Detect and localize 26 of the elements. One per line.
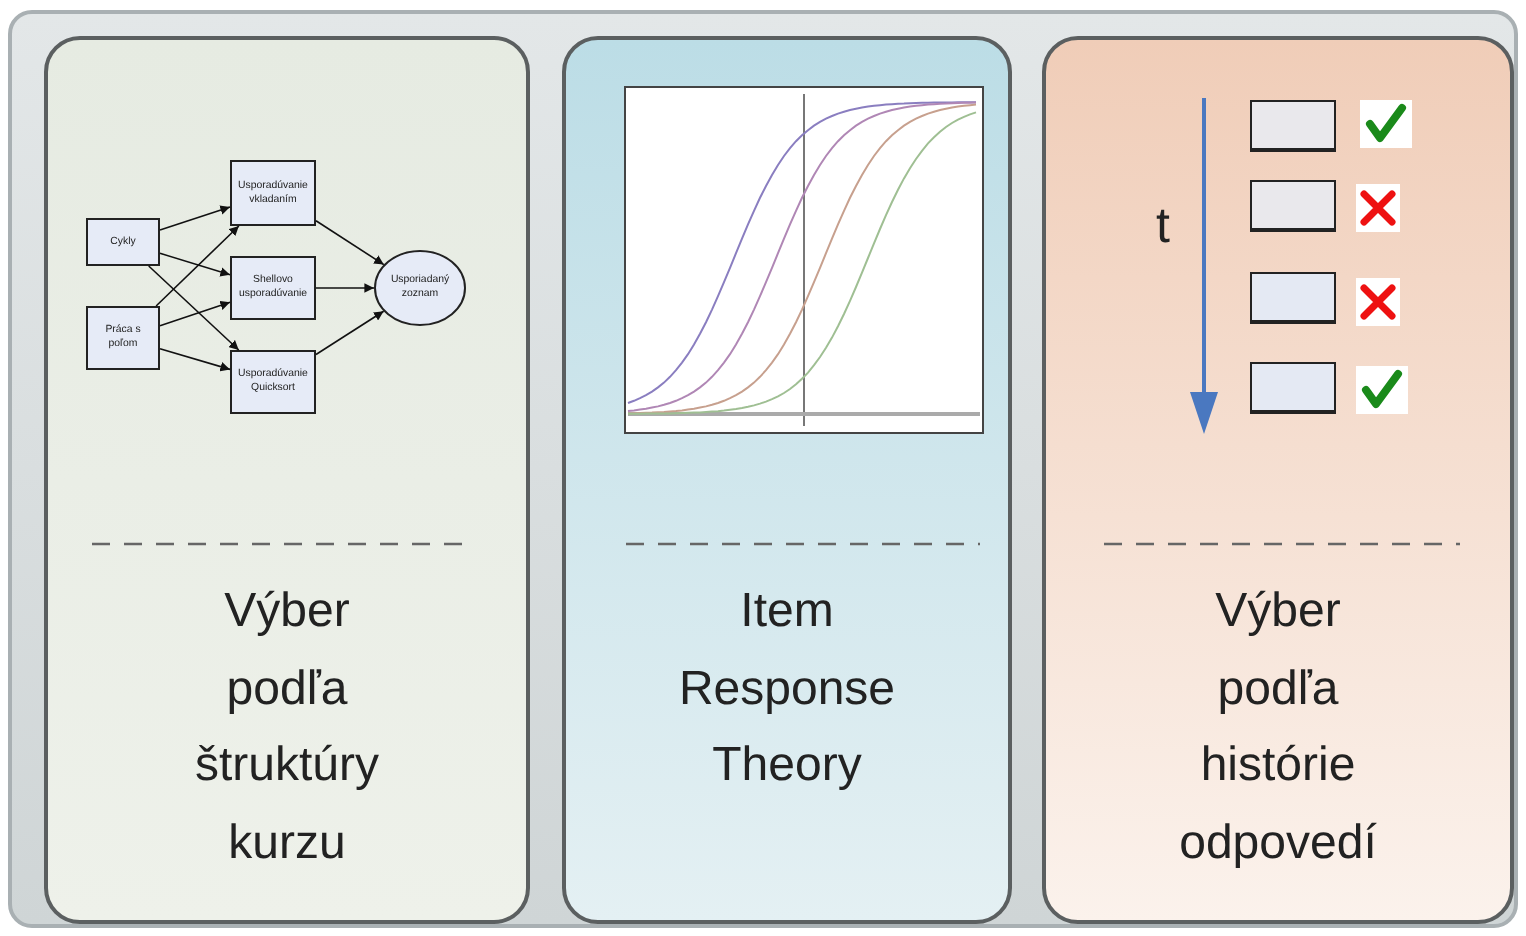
panel-card [44,36,530,924]
panel-card [1042,36,1514,924]
topic-box [230,160,316,226]
answer-box [1250,180,1336,232]
topic-box [230,350,316,414]
time-label: t [1156,196,1170,256]
topic-box [86,218,160,266]
panel-title: Výber podľa štruktúry kurzu [192,582,381,873]
arrow [315,310,385,356]
arrow [159,205,231,231]
arrow [315,283,375,293]
arrow [155,225,240,307]
panel-card [562,36,1012,924]
topic-box [230,256,316,320]
answer-box [1250,100,1336,152]
arrow [159,348,231,372]
arrow [159,252,231,277]
answer-box [1250,272,1336,324]
panel-title: Výber podľa histórie odpovedí [1177,582,1379,873]
arrow [159,300,231,327]
topic-box [86,306,160,370]
arrow [315,220,385,266]
arrow [147,265,240,351]
answer-box [1250,362,1336,414]
topic-ellipse [374,250,466,326]
panel-title: Item Response Theory [676,582,898,796]
